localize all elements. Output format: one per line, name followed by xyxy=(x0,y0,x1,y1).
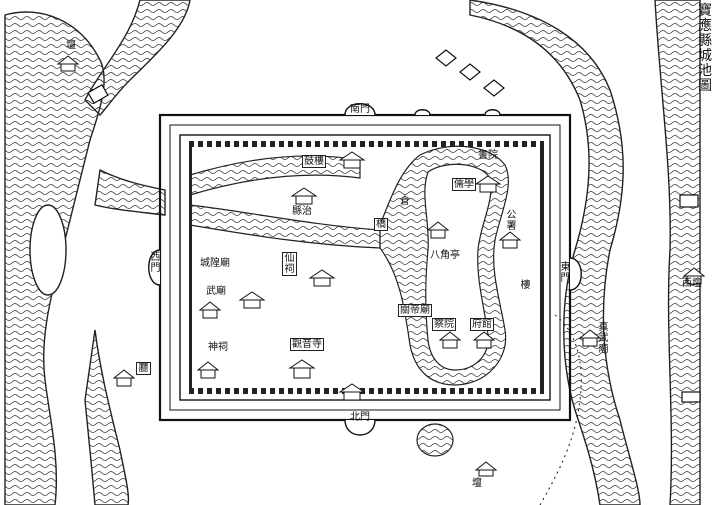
label-confucian: 儒學 xyxy=(452,178,476,191)
label-hall-1: 察院 xyxy=(432,318,456,331)
left-lake xyxy=(29,204,67,296)
label-main-temple: 觀音寺 xyxy=(290,338,324,351)
buildings xyxy=(56,55,706,477)
label-tower: 樓 xyxy=(520,280,531,291)
label-east-gate: 東門 xyxy=(560,262,571,284)
label-office-left: 廳 xyxy=(136,362,151,375)
label-altar-ne: 壇 xyxy=(66,40,76,51)
label-xian-ci: 仙祠 xyxy=(282,252,297,276)
bridges xyxy=(87,83,701,403)
map-title: 寶應縣城池圖 xyxy=(698,3,712,94)
label-yamen: 縣治 xyxy=(292,206,312,217)
gates xyxy=(148,103,582,436)
label-office-right: 公署 xyxy=(506,210,517,232)
label-hall-2: 府館 xyxy=(470,318,494,331)
label-academy: 書院 xyxy=(478,150,498,161)
boats xyxy=(435,49,505,97)
dotted-road xyxy=(539,314,582,505)
label-granary: 倉 xyxy=(400,196,410,207)
label-bridge: 橋 xyxy=(374,218,388,231)
label-pavilion: 八角亭 xyxy=(430,250,460,261)
right-river-system xyxy=(469,0,701,505)
label-shrine: 神祠 xyxy=(208,342,228,353)
south-pond xyxy=(416,423,454,457)
label-altar-west: 西壇 xyxy=(682,278,702,289)
label-south-gate: 南門 xyxy=(350,104,370,115)
label-drum-tower: 鼓樓 xyxy=(302,155,326,168)
label-altar-south: 壇 xyxy=(472,478,482,489)
label-zhen-shrine: 真武廟 xyxy=(598,322,609,355)
label-city-god: 城隍廟 xyxy=(200,258,230,269)
label-north-gate: 北門 xyxy=(350,412,370,423)
label-guandi: 關帝廟 xyxy=(398,304,432,317)
label-west-gate: 西門 xyxy=(150,252,161,274)
label-military: 武廟 xyxy=(206,286,226,297)
